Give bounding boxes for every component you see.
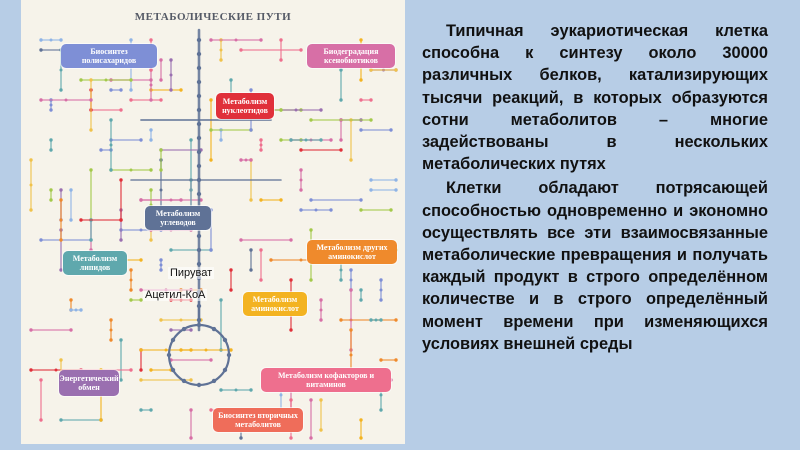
pyruvate-label: Пируват bbox=[168, 267, 215, 279]
acetyl-coa-label: Ацетил-КоА bbox=[143, 289, 208, 301]
box-other-aminoacids-label: Метаболизм других аминокислот bbox=[316, 243, 388, 261]
metabolic-pathways-map: МЕТАБОЛИЧЕСКИЕ ПУТИ Биосинтез полисахари… bbox=[21, 0, 405, 444]
box-xenobiotics-label: Биодеградация ксенобиотиков bbox=[323, 47, 379, 65]
box-aminoacids-label: Метаболизм аминокислот bbox=[251, 295, 299, 313]
box-nucleotides: Метаболизм нуклеотидов bbox=[216, 93, 274, 119]
box-aminoacids: Метаболизм аминокислот bbox=[243, 292, 307, 316]
box-carbohydrates-label: Метаболизм углеводов bbox=[155, 209, 201, 227]
box-lipids: Метаболизм липидов bbox=[63, 251, 127, 275]
box-polysaccharides-label: Биосинтез полисахаридов bbox=[81, 47, 137, 65]
text-column: Типичная эукариотическая клетка способна… bbox=[422, 20, 768, 355]
box-energy-label: Энергетический обмен bbox=[59, 374, 119, 392]
paragraph-2: Клетки обладают потрясающей способностью… bbox=[422, 179, 768, 353]
box-energy: Энергетический обмен bbox=[59, 370, 119, 396]
box-other-aminoacids: Метаболизм других аминокислот bbox=[307, 240, 397, 264]
box-cofactors: Метаболизм кофакторов и витаминов bbox=[261, 368, 391, 392]
box-secondary-metabolites: Биосинтез вторичных метаболитов bbox=[213, 408, 303, 432]
box-secondary-metabolites-label: Биосинтез вторичных метаболитов bbox=[218, 411, 298, 429]
paragraph-1: Типичная эукариотическая клетка способна… bbox=[422, 22, 768, 174]
box-nucleotides-label: Метаболизм нуклеотидов bbox=[222, 97, 268, 115]
box-polysaccharides: Биосинтез полисахаридов bbox=[61, 44, 157, 68]
box-cofactors-label: Метаболизм кофакторов и витаминов bbox=[277, 371, 375, 389]
box-lipids-label: Метаболизм липидов bbox=[72, 254, 118, 272]
box-xenobiotics: Биодеградация ксенобиотиков bbox=[307, 44, 395, 68]
map-title: МЕТАБОЛИЧЕСКИЕ ПУТИ bbox=[134, 11, 292, 23]
box-carbohydrates: Метаболизм углеводов bbox=[145, 206, 211, 230]
